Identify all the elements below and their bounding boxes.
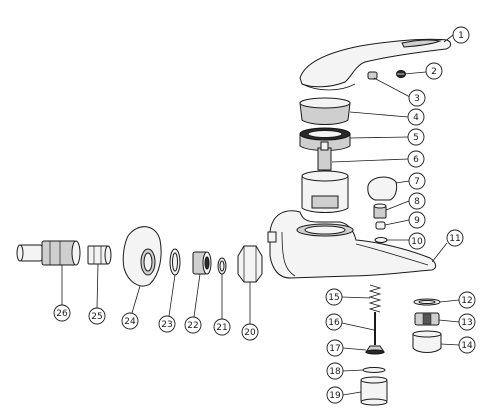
callout-label: 24 xyxy=(124,317,136,327)
callout-5: 5 xyxy=(407,128,425,146)
callout-6: 6 xyxy=(407,150,425,168)
callout-7: 7 xyxy=(408,172,426,190)
callout-18: 18 xyxy=(326,362,344,380)
callout-label: 7 xyxy=(414,177,420,187)
callout-label: 26 xyxy=(56,309,68,319)
callout-label: 4 xyxy=(413,113,419,123)
callout-3: 3 xyxy=(408,89,426,107)
part-22-connector xyxy=(192,251,212,275)
part-13-aerator xyxy=(414,312,440,326)
callout-19: 19 xyxy=(326,386,344,404)
callout-9: 9 xyxy=(408,211,426,229)
part-4-cap-cover xyxy=(299,97,351,125)
callout-label: 6 xyxy=(413,155,419,165)
callout-10: 10 xyxy=(408,232,426,250)
callout-label: 17 xyxy=(329,344,340,354)
callout-22: 22 xyxy=(184,316,202,334)
part-1-lever-handle xyxy=(299,38,452,91)
callout-8: 8 xyxy=(408,192,426,210)
callout-25: 25 xyxy=(88,307,106,325)
part-19-diverter-nut xyxy=(360,376,388,406)
callout-label: 19 xyxy=(329,391,341,401)
part-12-washer xyxy=(413,298,441,306)
callout-13: 13 xyxy=(458,313,476,331)
part-7-knob xyxy=(367,176,398,201)
callout-23: 23 xyxy=(158,315,176,333)
part-10-o-ring xyxy=(374,237,388,243)
callout-label: 8 xyxy=(414,197,420,207)
part-8-stem xyxy=(373,203,387,219)
callout-label: 10 xyxy=(411,237,423,247)
part-20-hex-nut xyxy=(237,245,263,283)
part-14-aerator-housing xyxy=(412,330,442,353)
callout-label: 21 xyxy=(216,323,227,333)
callout-label: 2 xyxy=(431,67,437,77)
callout-label: 18 xyxy=(329,367,341,377)
part-17-plunger xyxy=(365,345,385,355)
callout-24: 24 xyxy=(121,312,139,330)
callout-label: 11 xyxy=(449,234,460,244)
callout-label: 5 xyxy=(413,133,419,143)
callout-label: 22 xyxy=(187,321,198,331)
callout-label: 15 xyxy=(328,293,339,303)
callout-16: 16 xyxy=(325,313,343,331)
callout-label: 20 xyxy=(244,328,256,338)
part-21-ring xyxy=(217,257,227,275)
callout-4: 4 xyxy=(407,108,425,126)
callout-12: 12 xyxy=(458,291,476,309)
callout-21: 21 xyxy=(213,318,231,336)
callout-label: 13 xyxy=(461,318,472,328)
part-6-cartridge xyxy=(301,141,349,213)
part-23-ring xyxy=(169,248,181,276)
callout-label: 23 xyxy=(161,320,172,330)
callout-label: 12 xyxy=(461,296,472,306)
part-24-flange xyxy=(122,226,162,287)
callout-label: 9 xyxy=(414,216,420,226)
part-11-faucet-body xyxy=(267,210,437,279)
part-3-pin xyxy=(367,71,378,80)
callout-15: 15 xyxy=(325,288,343,306)
part-18-washer xyxy=(362,367,386,373)
part-15-spring xyxy=(368,284,382,313)
callout-1: 1 xyxy=(452,26,470,44)
callouts: 1 2 3 4 5 6 7 8 9 10 11 12 13 14 15 16 1… xyxy=(53,26,476,404)
callout-label: 25 xyxy=(91,312,102,322)
callout-11: 11 xyxy=(446,229,464,247)
callout-label: 3 xyxy=(414,94,420,104)
callout-26: 26 xyxy=(53,304,71,322)
part-25-union xyxy=(87,245,112,265)
callout-label: 16 xyxy=(328,318,340,328)
callout-17: 17 xyxy=(326,339,344,357)
part-26-inlet xyxy=(16,240,81,266)
part-5-nut-ring xyxy=(299,127,351,151)
callout-2: 2 xyxy=(425,62,443,80)
callout-label: 1 xyxy=(458,31,464,41)
callout-14: 14 xyxy=(458,336,476,354)
part-9-ring xyxy=(375,221,386,230)
leader-lines xyxy=(61,34,460,396)
callout-20: 20 xyxy=(241,323,259,341)
callout-label: 14 xyxy=(461,341,473,351)
